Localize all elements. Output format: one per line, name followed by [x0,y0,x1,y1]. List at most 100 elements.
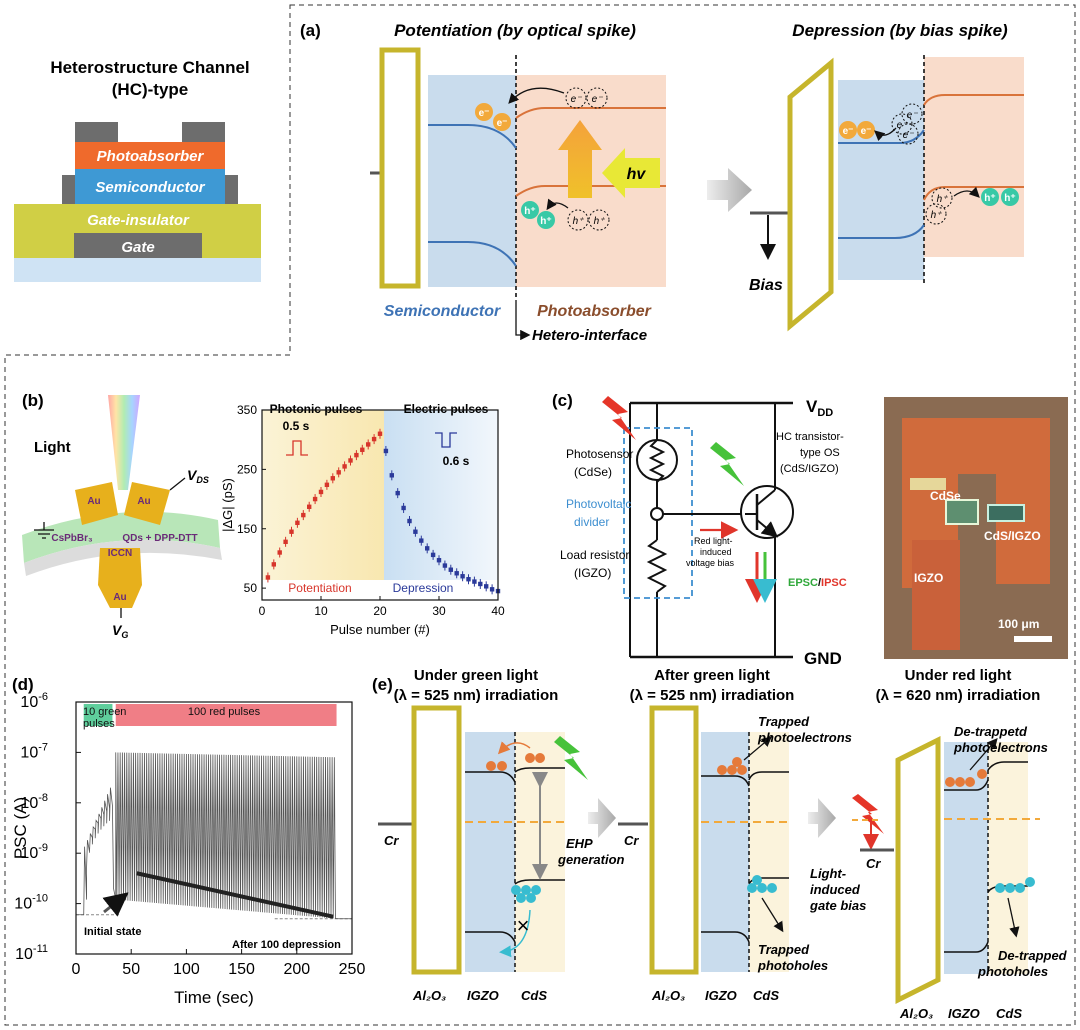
hole-symbol: h⁺ [984,193,995,204]
data-point [366,442,371,447]
data-point [460,574,465,579]
data-point [289,529,294,534]
bias-label: Bias [749,277,783,294]
hole-symbol: h⁺ [540,216,551,227]
panel-e-label: (e) [372,675,393,694]
data-point [389,473,394,478]
cds-igzo-pad [987,504,1025,522]
electron-symbol: e⁻ [497,118,508,129]
hole-transfer-arrow [546,198,569,211]
data-point [478,581,483,587]
data-point [354,452,359,458]
detrapped-h-label-2: photoholes [977,964,1048,979]
gnd-label: GND [804,649,842,668]
panel-e: (e) Under green light (λ = 525 nm) irrad… [372,667,1068,1021]
bias-label-1: Red light- [694,536,733,546]
data-point [436,558,442,563]
y-tick-label: 10-11 [15,943,48,963]
conduction-band-abs-2 [923,94,1024,106]
y-tick-label: 10-7 [20,741,48,761]
micro-cdse-label: CdSe [930,489,961,503]
chart-d-marks [76,704,352,920]
cspbbr3-layer [22,511,220,563]
gate-bias-label-2: induced [810,882,861,897]
col1-title-1: Under green light [414,667,538,684]
data-point [318,489,324,495]
data-point [277,550,282,555]
hc-transistor-label-3: (CdS/IGZO) [780,463,839,475]
gate-bias-label-1: Light- [810,866,846,881]
semiconductor-layer [75,169,225,204]
excitation-arrow [558,120,602,198]
scale-bar [1014,636,1052,642]
photoabsorber-region-2 [924,57,1024,257]
cr-label-1: Cr [384,833,399,848]
y-tick-label: 10-10 [14,893,48,913]
hc-schematic: Heterostructure Channel (HC)-type Photoa… [14,58,261,282]
hole-symbol: h⁺ [931,210,943,221]
electrode-top [902,418,1050,474]
semiconductor-region [428,75,516,287]
data-point [324,482,330,488]
insulator-tilted [787,57,834,332]
electric-time-label: 0.6 s [443,454,470,468]
photosensor-sub: (CdSe) [574,465,612,479]
data-point [312,496,318,502]
divider-node [650,507,664,521]
data-point [454,571,459,576]
transition-arrow-e1 [588,798,616,838]
transistor [740,485,794,539]
x-tick-label: 20 [373,604,387,618]
substrate-layer [14,258,261,282]
bias-label-2: induced [700,547,732,557]
data-point [395,490,400,496]
panel-c-label: (c) [552,391,573,410]
qds-label: QDs + DPP-DTT [122,533,197,544]
electron-symbol: e⁻ [903,130,915,141]
hole-symbol: h⁺ [594,216,606,227]
red-light-bolt [602,396,636,440]
al2o3-label-1: Al₂O₃ [412,988,446,1003]
x-tick-label: 50 [122,961,140,978]
electric-pulses-label: Electric pulses [404,402,489,416]
insulator-bar [379,47,421,289]
interface-label: Hetero-interface [532,327,647,344]
photonic-time-label: 0.5 s [283,419,310,433]
x-tick-label: 10 [314,604,328,618]
data-point [489,587,495,592]
cds-region-3 [988,742,1028,974]
detrapped-e-label-2: photoelectrons [953,740,1048,755]
gate-pad [98,548,142,608]
hv-arrow [602,148,660,198]
hole-symbol: h⁺ [937,194,949,205]
x-tick-label: 250 [339,961,366,978]
data-point [271,562,276,567]
chart-d-ylabel: PSC (A) [11,797,30,859]
electrode-bottom [912,540,960,650]
depression-baseline [136,871,334,919]
psc-trace [76,752,352,920]
initial-state-arrow [102,892,129,917]
data-point [348,458,353,463]
valence-band-abs-2 [923,186,1024,201]
electron-symbol: e⁻ [843,126,854,137]
cds-region-2 [749,732,789,972]
valence-band-semi-2 [838,224,925,239]
cds-label-2: CdS [753,988,779,1003]
source-pad [75,482,118,525]
panel-b-label: (b) [22,391,44,410]
red-bolt-e [852,794,884,834]
electric-pulse-icon [435,432,457,448]
chart-d-frame [75,701,353,955]
y-tick-label: 10-9 [20,842,48,862]
data-point [342,464,347,469]
panel-a-label: (a) [300,21,321,40]
cr-label-3: Cr [866,856,881,871]
after-depression-label: After 100 depression [232,939,341,951]
gate-layer [74,233,202,258]
depression-title: Depression (by bias spike) [792,21,1008,40]
cds-label-3: CdS [996,1006,1022,1021]
